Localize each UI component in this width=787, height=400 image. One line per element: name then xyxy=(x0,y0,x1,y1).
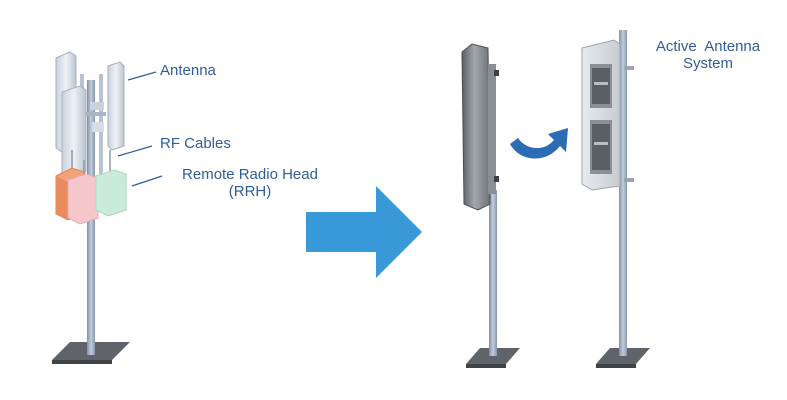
antenna-label: Antenna xyxy=(160,62,216,79)
pole-middle xyxy=(489,190,497,356)
rf-cables-label: RF Cables xyxy=(160,135,231,152)
aas-label-line2: System xyxy=(682,55,733,72)
transition-arrow xyxy=(306,186,422,278)
aas-label-line1: Active Antenna xyxy=(655,38,761,55)
rrh-label-line1: Remote Radio Head xyxy=(182,166,318,183)
remote-radio-heads xyxy=(55,167,127,225)
traditional-site xyxy=(52,51,163,364)
aas-site xyxy=(581,30,650,368)
aas-label: Active Antenna System xyxy=(636,38,780,72)
rrh-label-line2: (RRH) xyxy=(228,183,272,200)
passive-antenna-panel xyxy=(461,43,491,211)
rrh-label: Remote Radio Head (RRH) xyxy=(166,166,334,200)
antenna-panels xyxy=(55,51,125,179)
label-pointers xyxy=(117,71,163,187)
curved-arrow xyxy=(510,128,568,159)
passive-antenna-site xyxy=(461,43,520,368)
pole-right xyxy=(619,30,627,356)
aas-internals xyxy=(590,64,612,174)
